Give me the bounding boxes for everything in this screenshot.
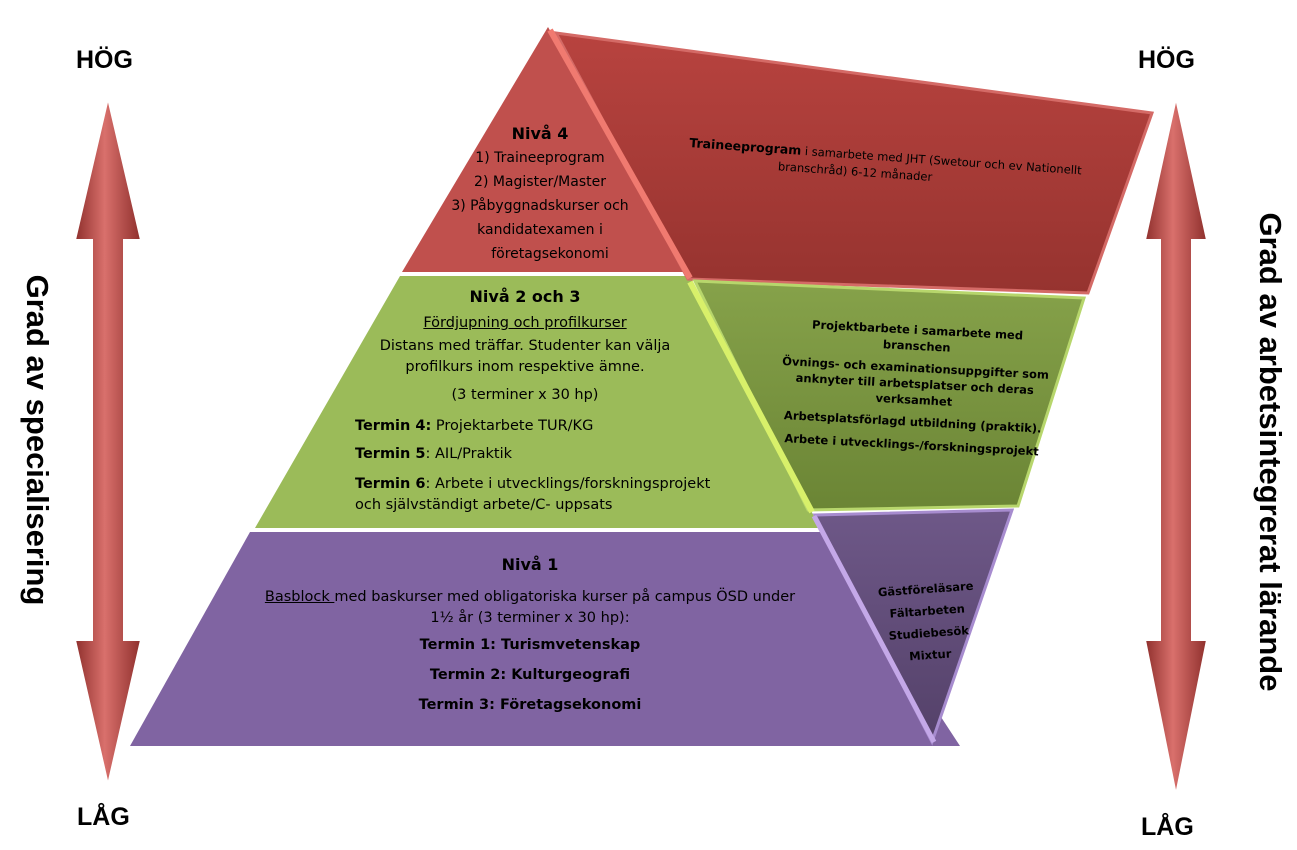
- seam-purple: [811, 514, 937, 744]
- level23-term: Termin 6: Arbete i utvecklings/forskning…: [355, 476, 711, 492]
- level1-band: [130, 532, 960, 746]
- level1-title: Nivå 1: [501, 555, 559, 574]
- level23-term: Termin 5: AIL/Praktik: [355, 446, 512, 462]
- right-double-arrow: [1143, 97, 1209, 796]
- level23-text: Nivå 2 och 3 Fördjupning och profilkurse…: [300, 284, 790, 516]
- level4-item: 2) Magister/Master: [474, 174, 606, 190]
- level1-term: Termin 2: Kulturgeografi: [429, 667, 631, 683]
- level23-term6-cont: och självständigt arbete/C- uppsats: [355, 497, 613, 513]
- level4-text: Nivå 4 1) Traineeprogram 2) Magister/Mas…: [440, 122, 640, 266]
- right-axis-title: Grad av arbetsintegrerat lärande: [1253, 212, 1288, 692]
- level4-band: [402, 27, 690, 272]
- level4-title: Nivå 4: [511, 124, 569, 143]
- level1-term: Termin 1: Turismvetenskap: [419, 637, 641, 653]
- seam-red: [547, 28, 693, 280]
- left-top-label: HÖG: [76, 46, 133, 74]
- level4-item: 1) Traineeprogram: [475, 150, 605, 166]
- level23-subtitle: Fördjupning och profilkurser: [423, 315, 627, 331]
- level4-item: kandidatexamen i: [477, 222, 603, 238]
- level23-credits: (3 terminer x 30 hp): [451, 387, 599, 403]
- seam-green: [687, 280, 815, 514]
- level23-desc: profilkurs inom respektive ämne.: [405, 359, 645, 375]
- level1-term: Termin 3: Företagsekonomi: [418, 697, 642, 713]
- level1-desc-underlined: Basblock: [264, 589, 335, 605]
- level1-desc: med baskurser med obligatoriska kurser p…: [334, 589, 796, 605]
- level4-item: företagsekonomi: [491, 246, 609, 262]
- left-bottom-label: LÅG: [77, 803, 130, 831]
- ail-mid-text: Projektbarbete i samarbete med branschen…: [761, 314, 1067, 460]
- level23-band: [255, 276, 820, 528]
- right-top-label: HÖG: [1138, 46, 1195, 74]
- level1-desc-line2: 1½ år (3 terminer x 30 hp):: [430, 610, 630, 626]
- ail-bottom-text: Gästföreläsare Fältarbeten Studiebesök M…: [865, 574, 991, 670]
- level1-text: Nivå 1 Basblock med baskurser med obliga…: [240, 552, 820, 720]
- left-axis-title: Grad av specialisering: [20, 274, 55, 606]
- right-bottom-label: LÅG: [1141, 813, 1194, 841]
- level23-title: Nivå 2 och 3: [469, 287, 581, 306]
- left-double-arrow: [73, 97, 143, 786]
- level4-item: 3) Påbyggnadskurser och: [451, 198, 629, 214]
- level23-term: Termin 4: Projektarbete TUR/KG: [355, 418, 594, 434]
- level23-desc: Distans med träffar. Studenter kan välja: [379, 338, 671, 354]
